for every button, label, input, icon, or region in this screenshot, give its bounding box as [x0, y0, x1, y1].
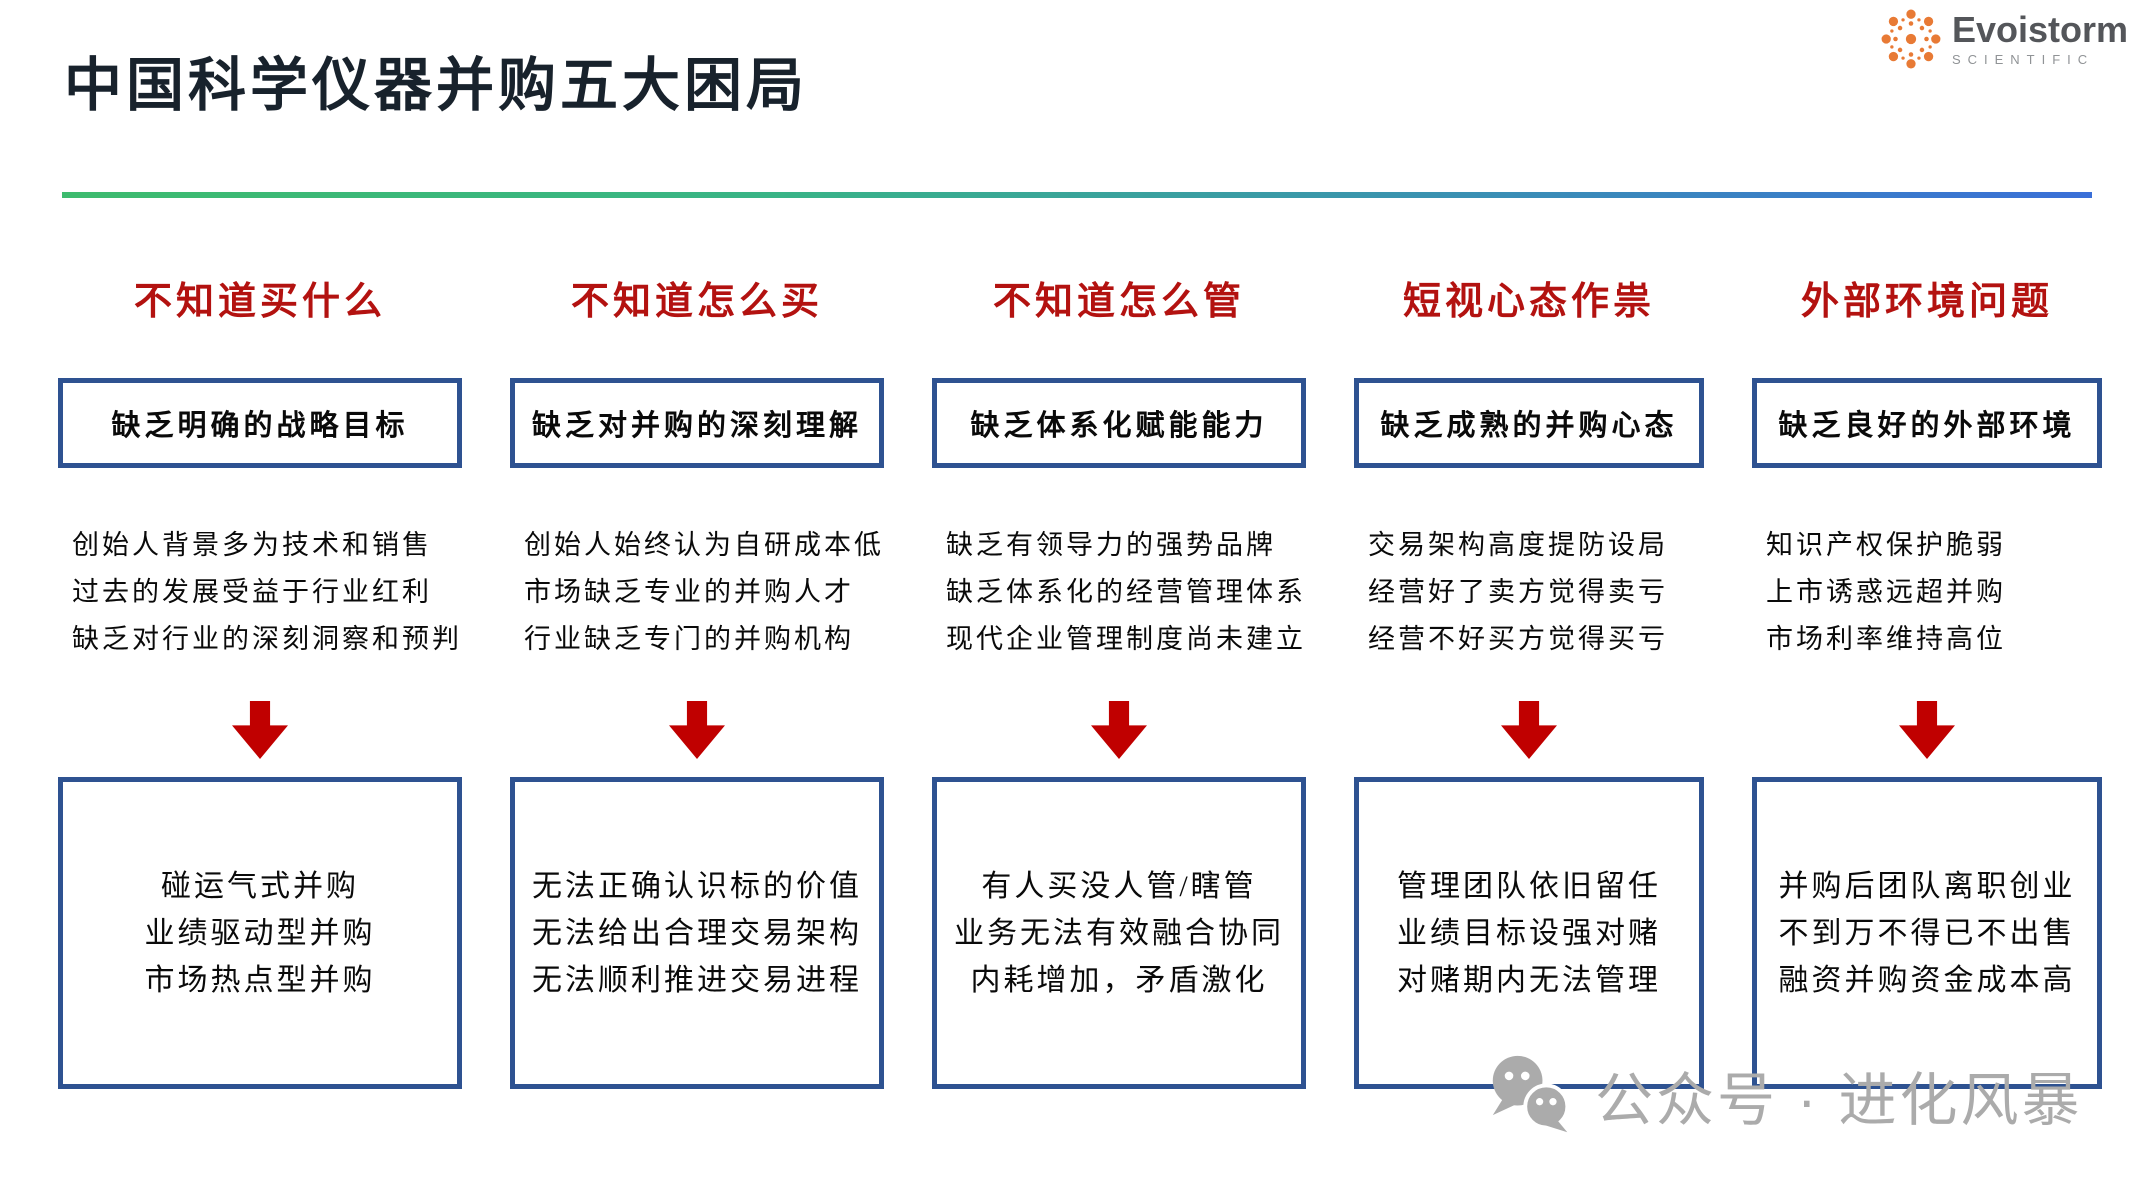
column-2-title: 不知道怎么买 — [570, 281, 823, 323]
logo-burst-icon — [1881, 9, 1941, 69]
cause-line: 缺乏体系化的经营管理体系 — [946, 577, 1306, 607]
watermark: 公众号 · 进化风暴 — [1483, 1052, 2083, 1138]
cause-line: 市场利率维持高位 — [1766, 624, 2006, 654]
cause-line: 现代企业管理制度尚未建立 — [946, 624, 1306, 654]
result-line: 不到万不得已不出售 — [1778, 916, 2076, 950]
result-line: 无法给出合理交易架构 — [532, 916, 862, 950]
column-2-problem-box: 缺乏对并购的深刻理解 — [510, 378, 884, 468]
cause-line: 交易架构高度提防设局 — [1368, 530, 1668, 560]
column-3-title: 不知道怎么管 — [992, 281, 1245, 323]
column-4-problem-box: 缺乏成熟的并购心态 — [1354, 378, 1704, 468]
logo-name: Evoistorm — [1951, 9, 2128, 50]
result-line: 无法顺利推进交易进程 — [532, 963, 862, 997]
cause-line: 市场缺乏专业的并购人才 — [524, 577, 854, 607]
column-3-result-box: 有人买没人管/瞎管 业务无法有效融合协同 内耗增加，矛盾激化 — [932, 777, 1306, 1089]
cause-line: 经营好了卖方觉得卖亏 — [1368, 577, 1668, 607]
result-line: 内耗增加，矛盾激化 — [970, 963, 1268, 997]
column-5-problem-label: 缺乏良好的外部环境 — [1778, 410, 2076, 442]
cause-line: 缺乏有领导力的强势品牌 — [946, 530, 1276, 560]
cause-line: 经营不好买方觉得买亏 — [1368, 624, 1668, 654]
result-line: 无法正确认识标的价值 — [532, 869, 862, 903]
cause-line: 创始人背景多为技术和销售 — [72, 530, 432, 560]
down-arrow-icon — [1501, 701, 1557, 759]
result-line: 市场热点型并购 — [144, 963, 376, 997]
down-arrow-icon — [232, 701, 288, 759]
result-line: 业绩驱动型并购 — [144, 916, 376, 950]
column-4-causes: 交易架构高度提防设局 经营好了卖方觉得卖亏 经营不好买方觉得买亏 — [1354, 522, 1704, 668]
down-arrow-icon — [1899, 701, 1955, 759]
column-2-problem-label: 缺乏对并购的深刻理解 — [531, 410, 862, 442]
result-line: 对赌期内无法管理 — [1397, 963, 1661, 997]
column-3: 不知道怎么管 缺乏体系化赋能能力 缺乏有领导力的强势品牌 缺乏体系化的经营管理体… — [932, 270, 1306, 1089]
logo-subtitle: SCIENTIFIC — [1951, 52, 2095, 67]
cause-line: 过去的发展受益于行业红利 — [72, 577, 432, 607]
down-arrow-icon — [669, 701, 725, 759]
column-2-result-box: 无法正确认识标的价值 无法给出合理交易架构 无法顺利推进交易进程 — [510, 777, 884, 1089]
cause-line: 知识产权保护脆弱 — [1766, 530, 2006, 560]
column-1-problem-box: 缺乏明确的战略目标 — [58, 378, 462, 468]
title-divider — [62, 192, 2092, 198]
result-line: 融资并购资金成本高 — [1778, 963, 2076, 997]
column-1-title: 不知道买什么 — [133, 281, 386, 323]
cause-line: 创始人始终认为自研成本低 — [524, 530, 884, 560]
column-3-problem-box: 缺乏体系化赋能能力 — [932, 378, 1306, 468]
cause-line: 上市诱惑远超并购 — [1766, 577, 2006, 607]
column-5-problem-box: 缺乏良好的外部环境 — [1752, 378, 2102, 468]
page-title: 中国科学仪器并购五大困局 — [64, 53, 809, 118]
column-1-causes: 创始人背景多为技术和销售 过去的发展受益于行业红利 缺乏对行业的深刻洞察和预判 — [58, 522, 462, 668]
result-line: 业绩目标设强对赌 — [1397, 916, 1661, 950]
cause-line: 行业缺乏专门的并购机构 — [524, 624, 854, 654]
column-4-result-box: 管理团队依旧留任 业绩目标设强对赌 对赌期内无法管理 — [1354, 777, 1704, 1089]
column-2-causes: 创始人始终认为自研成本低 市场缺乏专业的并购人才 行业缺乏专门的并购机构 — [510, 522, 884, 668]
column-1-problem-label: 缺乏明确的战略目标 — [111, 410, 409, 442]
result-line: 管理团队依旧留任 — [1397, 869, 1661, 903]
column-4-problem-label: 缺乏成熟的并购心态 — [1380, 410, 1678, 442]
result-line: 有人买没人管/瞎管 — [981, 869, 1257, 903]
column-4-title: 短视心态作祟 — [1402, 281, 1655, 323]
result-line: 并购后团队离职创业 — [1778, 869, 2076, 903]
diagram-columns: 不知道买什么 缺乏明确的战略目标 创始人背景多为技术和销售 过去的发展受益于行业… — [58, 270, 2102, 1089]
column-5-causes: 知识产权保护脆弱 上市诱惑远超并购 市场利率维持高位 — [1752, 522, 2102, 668]
cause-line: 缺乏对行业的深刻洞察和预判 — [72, 624, 462, 654]
watermark-text: 公众号 · 进化风暴 — [1595, 1068, 2083, 1133]
column-3-causes: 缺乏有领导力的强势品牌 缺乏体系化的经营管理体系 现代企业管理制度尚未建立 — [932, 522, 1306, 668]
logo: Evoistorm SCIENTIFIC — [1880, 8, 2128, 70]
column-3-problem-label: 缺乏体系化赋能能力 — [970, 410, 1268, 442]
column-5: 外部环境问题 缺乏良好的外部环境 知识产权保护脆弱 上市诱惑远超并购 市场利率维… — [1752, 270, 2102, 1089]
result-line: 业务无法有效融合协同 — [954, 916, 1284, 950]
column-5-title: 外部环境问题 — [1800, 281, 2053, 323]
column-4: 短视心态作祟 缺乏成熟的并购心态 交易架构高度提防设局 经营好了卖方觉得卖亏 经… — [1354, 270, 1704, 1089]
column-1: 不知道买什么 缺乏明确的战略目标 创始人背景多为技术和销售 过去的发展受益于行业… — [58, 270, 462, 1089]
wechat-icon — [1492, 1055, 1570, 1133]
down-arrow-icon — [1091, 701, 1147, 759]
column-2: 不知道怎么买 缺乏对并购的深刻理解 创始人始终认为自研成本低 市场缺乏专业的并购… — [510, 270, 884, 1089]
column-1-result-box: 碰运气式并购 业绩驱动型并购 市场热点型并购 — [58, 777, 462, 1089]
column-5-result-box: 并购后团队离职创业 不到万不得已不出售 融资并购资金成本高 — [1752, 777, 2102, 1089]
result-line: 碰运气式并购 — [161, 869, 359, 903]
